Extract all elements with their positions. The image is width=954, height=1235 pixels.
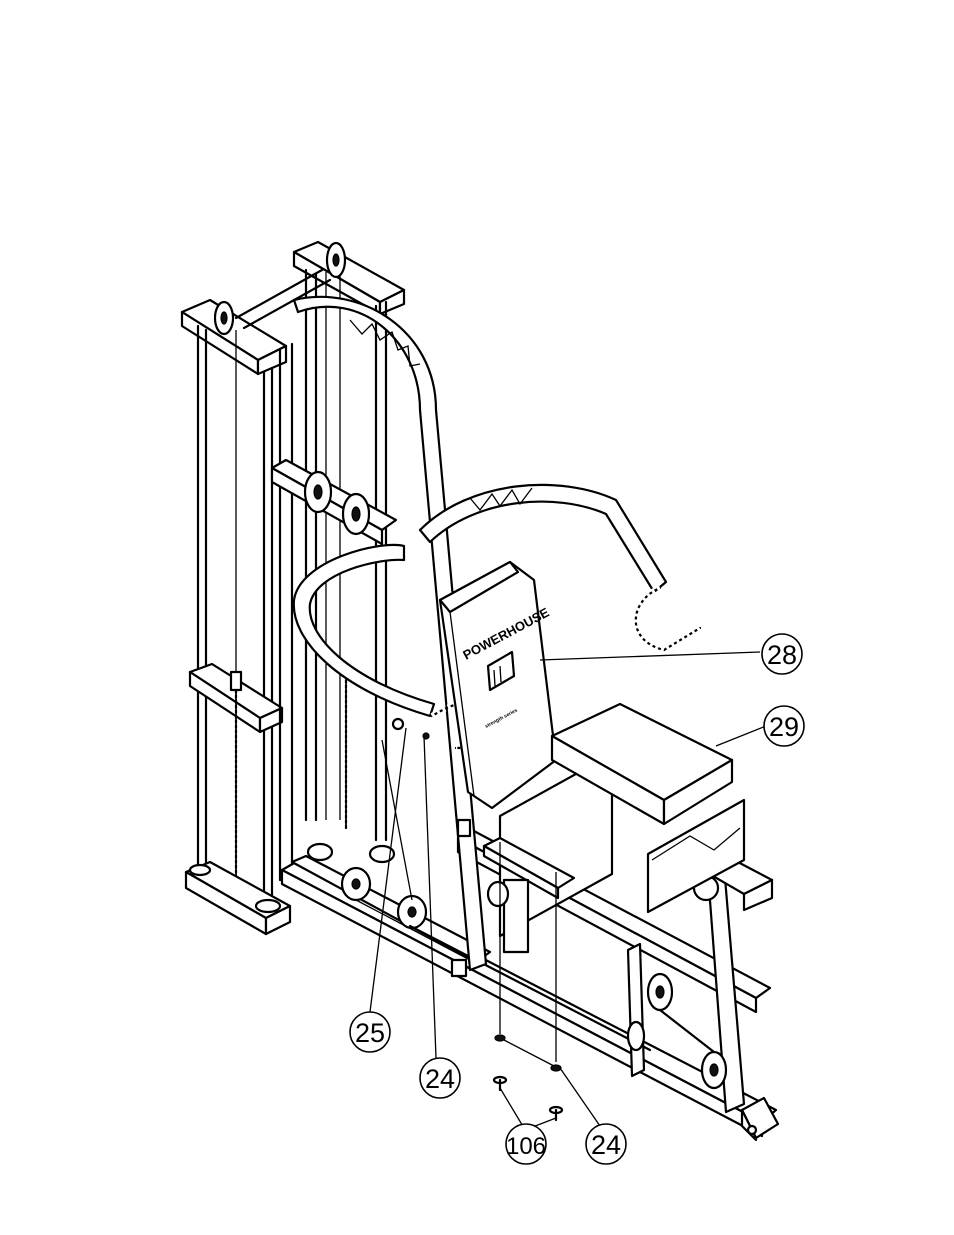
callout-24-lower: 24: [586, 1124, 626, 1164]
callout-29: 29: [764, 706, 804, 746]
svg-text:24: 24: [425, 1064, 455, 1094]
callout-28: 28: [762, 634, 802, 674]
callout-24-upper: 24: [420, 1058, 460, 1098]
weight-tower-left: [182, 300, 290, 934]
svg-text:24: 24: [591, 1130, 621, 1160]
svg-text:25: 25: [355, 1018, 385, 1048]
callout-25: 25: [350, 1012, 390, 1052]
svg-text:29: 29: [769, 712, 799, 742]
callout-106: 106: [506, 1124, 546, 1164]
svg-text:106: 106: [506, 1133, 546, 1160]
svg-text:28: 28: [767, 640, 797, 670]
